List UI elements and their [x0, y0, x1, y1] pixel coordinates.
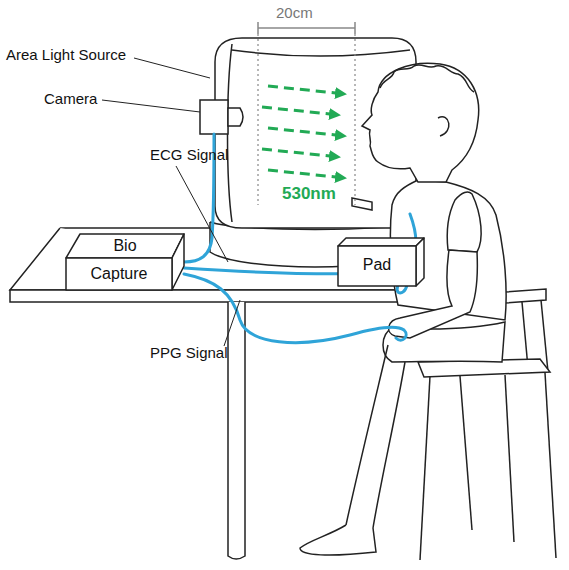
light-ray [268, 86, 345, 94]
shin [346, 345, 388, 525]
light-ray [262, 149, 339, 157]
shin [373, 362, 405, 528]
hair [380, 65, 474, 92]
box-label: Pad [338, 256, 416, 274]
chair-back-rail [505, 289, 546, 303]
shell-rim [232, 50, 410, 56]
light-ray [262, 107, 339, 115]
box-face [66, 234, 184, 258]
box-face [338, 246, 416, 286]
leader-line [224, 300, 240, 346]
sleeve [447, 192, 481, 252]
chair-leg [505, 375, 514, 542]
dimension-line [258, 27, 355, 29]
table-leg [228, 302, 245, 559]
chair-leg [420, 376, 430, 560]
chair-leg [460, 376, 472, 530]
device-box: Pad [338, 238, 424, 286]
box-face [338, 238, 424, 246]
camera-body [200, 100, 228, 134]
ecg-cable [184, 214, 416, 293]
camera-lens [228, 108, 243, 126]
foot [300, 525, 376, 555]
ear [438, 117, 449, 136]
light-ray [268, 128, 345, 136]
table-front [10, 290, 402, 302]
leader-line [134, 58, 210, 78]
box-face [172, 234, 184, 290]
box-label: Bio [73, 237, 177, 255]
box-label: Capture [66, 265, 172, 283]
part-label: PPG Signal [150, 344, 228, 361]
light-ray [268, 170, 345, 178]
part-label: 530nm [282, 184, 336, 204]
chair-leg [545, 373, 556, 558]
part-label: ECG Signal [150, 146, 228, 163]
chair-post [522, 302, 528, 368]
table-back-edge [60, 227, 215, 229]
extension-line [258, 34, 355, 205]
dimension-tick [258, 22, 355, 34]
part-label: Area Light Source [6, 46, 126, 63]
leader-line [102, 100, 200, 112]
part-label: Camera [44, 90, 97, 107]
part-label: 20cm [276, 4, 313, 21]
head [362, 63, 479, 182]
box-face [66, 258, 172, 290]
device-box: BioCapture [66, 232, 184, 290]
box-face [416, 238, 424, 286]
